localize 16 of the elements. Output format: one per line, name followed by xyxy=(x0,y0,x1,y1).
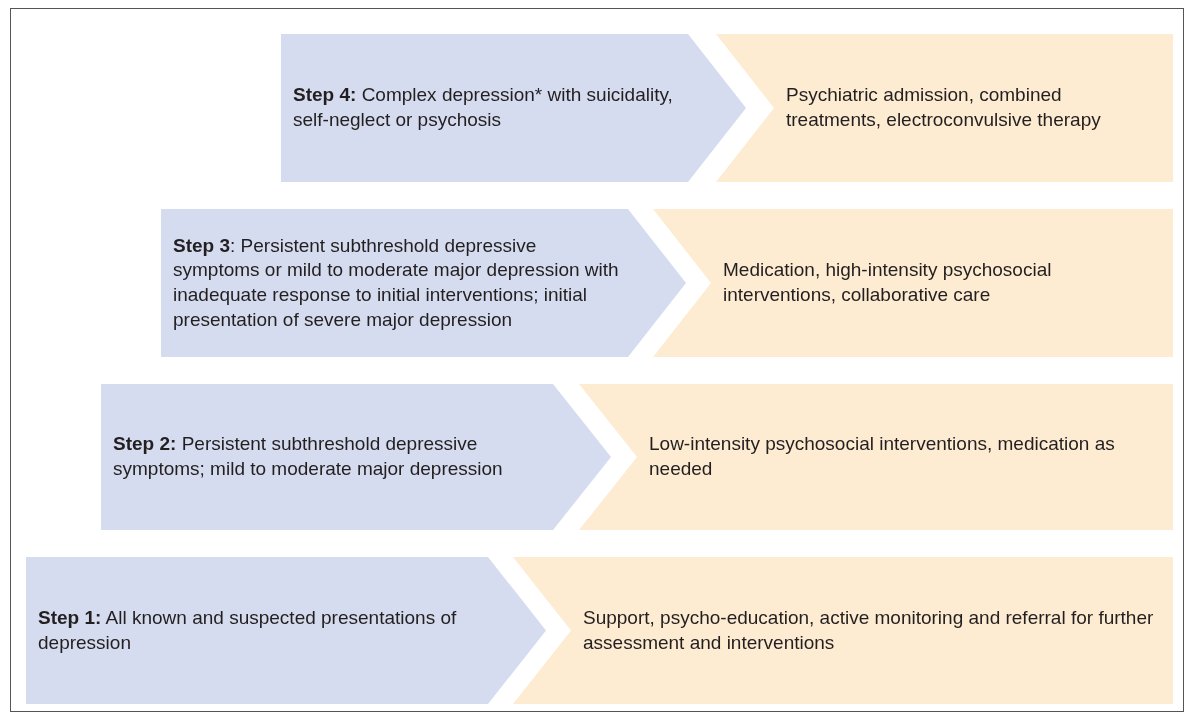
step-banner xyxy=(161,209,686,357)
step-text: Psychiatric admission, combined treatments, electroconvulsive therapy xyxy=(786,84,1101,130)
step-text: Medication, high-intensity psychosocial interventions, collaborative care xyxy=(723,259,1052,305)
treatment-box xyxy=(513,557,1173,704)
step-banner xyxy=(281,34,746,182)
treatment-box xyxy=(716,34,1173,182)
treatment-box xyxy=(653,209,1173,357)
step-text: Step 2: Persistent subthreshold depressive symptoms; mild to moderate major depression xyxy=(113,433,503,479)
step-text: Step 4: Complex depression* with suicidality, self-neglect or psychosis xyxy=(293,84,673,130)
step-text: Step 1: All known and suspected presentations of depression xyxy=(38,606,457,653)
step-text: Support, psycho-education, active monitoring and referral for further assessment and interventions xyxy=(583,606,1154,653)
step-text: Step 3: Persistent subthreshold depressive symptoms or mild to moderate major depression with inadequate response to initial interventions; initial presentation of severe major depression xyxy=(173,234,619,330)
step-text: Low-intensity psychosocial interventions, medication as needed xyxy=(649,433,1115,479)
step-banner xyxy=(101,384,611,530)
step-banner xyxy=(26,557,546,704)
treatment-box xyxy=(579,384,1173,530)
